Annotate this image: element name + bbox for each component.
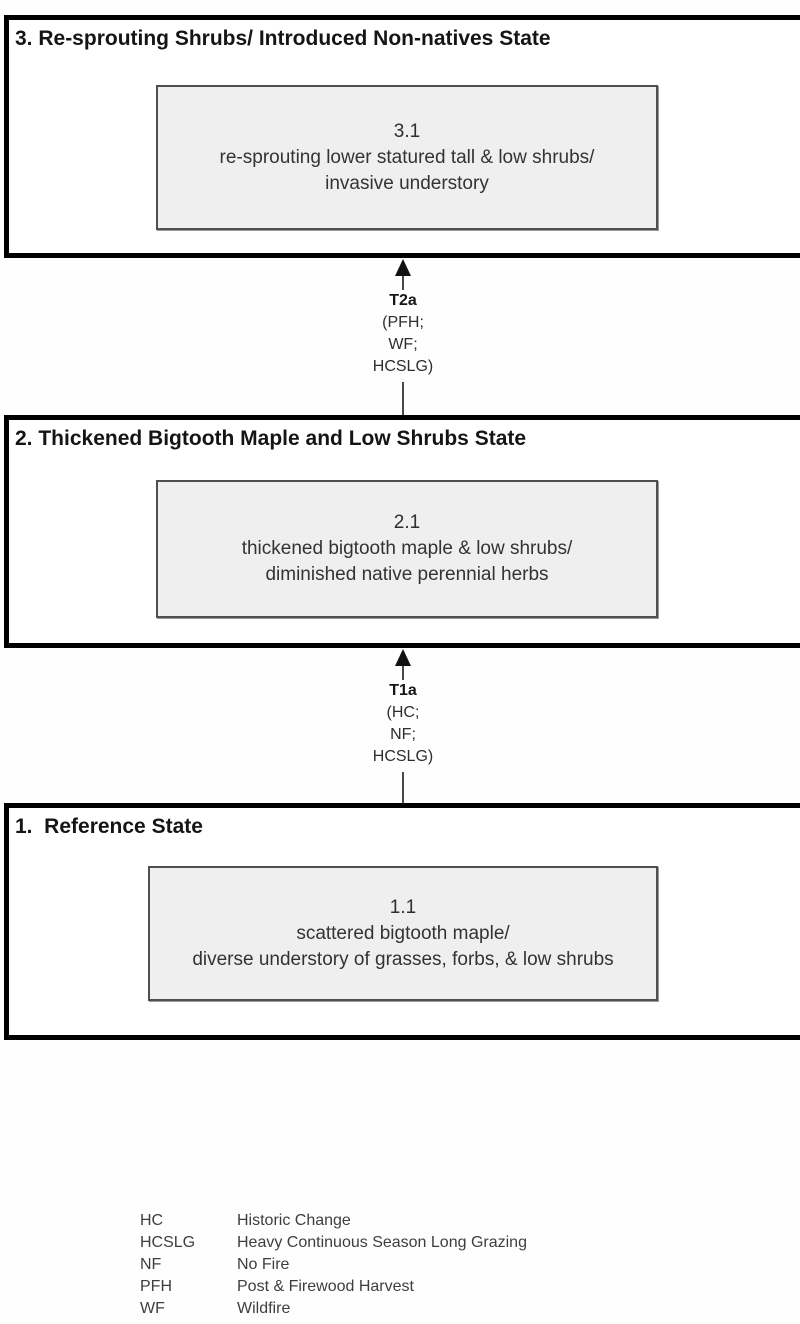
legend-row-nf: NF No Fire (140, 1254, 527, 1276)
legend-abbr: WF (140, 1300, 165, 1317)
arrow-up-icon (395, 649, 411, 666)
community-1-1-line2: diverse understory of grasses, forbs, & … (192, 948, 614, 970)
community-box-3-1: 3.1 re-sprouting lower statured tall & l… (156, 85, 658, 230)
legend-definition: No Fire (237, 1256, 290, 1273)
legend-abbr: HCSLG (140, 1234, 196, 1251)
state-box-1: 1. Reference State 1.1 scattered bigtoot… (4, 803, 800, 1040)
state-box-2: 2. Thickened Bigtooth Maple and Low Shru… (4, 415, 800, 648)
transition-t2a-cause1: (PFH; (382, 314, 424, 331)
legend-definition: Heavy Continuous Season Long Grazing (237, 1234, 527, 1251)
legend-row-hcslg: HCSLG Heavy Continuous Season Long Grazi… (140, 1232, 527, 1254)
transition-t2a-labels: T2a (PFH; WF; HCSLG) (333, 290, 473, 378)
community-3-1-line2: invasive understory (325, 172, 489, 194)
legend: HC Historic Change HCSLG Heavy Continuou… (140, 1210, 527, 1320)
community-2-1-line1: thickened bigtooth maple & low shrubs/ (241, 538, 573, 559)
transition-t1a-line-lower (402, 772, 404, 803)
community-3-1-line1: re-sprouting lower statured tall & low s… (219, 146, 595, 168)
legend-definition: Historic Change (237, 1212, 351, 1229)
community-box-1-1: 1.1 scattered bigtooth maple/ diverse un… (148, 866, 658, 1001)
transition-t2a: T2a (PFH; WF; HCSLG) (333, 258, 473, 415)
community-1-1-line1: scattered bigtooth maple/ (296, 922, 510, 944)
community-box-2-1: 2.1 thickened bigtooth maple & low shrub… (156, 480, 658, 618)
legend-definition: Post & Firewood Harvest (237, 1278, 414, 1295)
legend-abbr: HC (140, 1212, 164, 1229)
state-box-3: 3. Re-sprouting Shrubs/ Introduced Non-n… (4, 15, 800, 258)
state-2-title: 2. Thickened Bigtooth Maple and Low Shru… (15, 427, 527, 450)
transition-t1a-line-upper (402, 666, 404, 680)
state-1-title: 1. Reference State (15, 815, 203, 838)
transition-t2a-code: T2a (389, 292, 417, 309)
transition-t1a: T1a (HC; NF; HCSLG) (333, 648, 473, 803)
state-3-title: 3. Re-sprouting Shrubs/ Introduced Non-n… (15, 27, 551, 50)
transition-t2a-cause2: WF; (388, 336, 418, 353)
community-1-1-code: 1.1 (389, 896, 417, 918)
transition-t2a-line-lower (402, 382, 404, 415)
legend-abbr: PFH (140, 1278, 172, 1295)
transition-t1a-cause2: NF; (390, 726, 416, 743)
community-3-1-code: 3.1 (393, 120, 421, 142)
legend-row-wf: WF Wildfire (140, 1298, 527, 1320)
transition-t1a-labels: T1a (HC; NF; HCSLG) (333, 680, 473, 768)
transition-t1a-cause3: HCSLG) (372, 748, 434, 765)
community-2-1-code: 2.1 (393, 512, 421, 533)
community-2-1-line2: diminished native perennial herbs (265, 564, 549, 585)
legend-definition: Wildfire (237, 1300, 291, 1317)
legend-row-pfh: PFH Post & Firewood Harvest (140, 1276, 527, 1298)
transition-t1a-cause1: (HC; (386, 704, 420, 721)
legend-abbr: NF (140, 1256, 162, 1273)
transition-t1a-code: T1a (389, 682, 417, 699)
transition-t2a-cause3: HCSLG) (372, 358, 434, 375)
legend-row-hc: HC Historic Change (140, 1210, 527, 1232)
transition-t2a-line-upper (402, 276, 404, 290)
arrow-up-icon (395, 259, 411, 276)
